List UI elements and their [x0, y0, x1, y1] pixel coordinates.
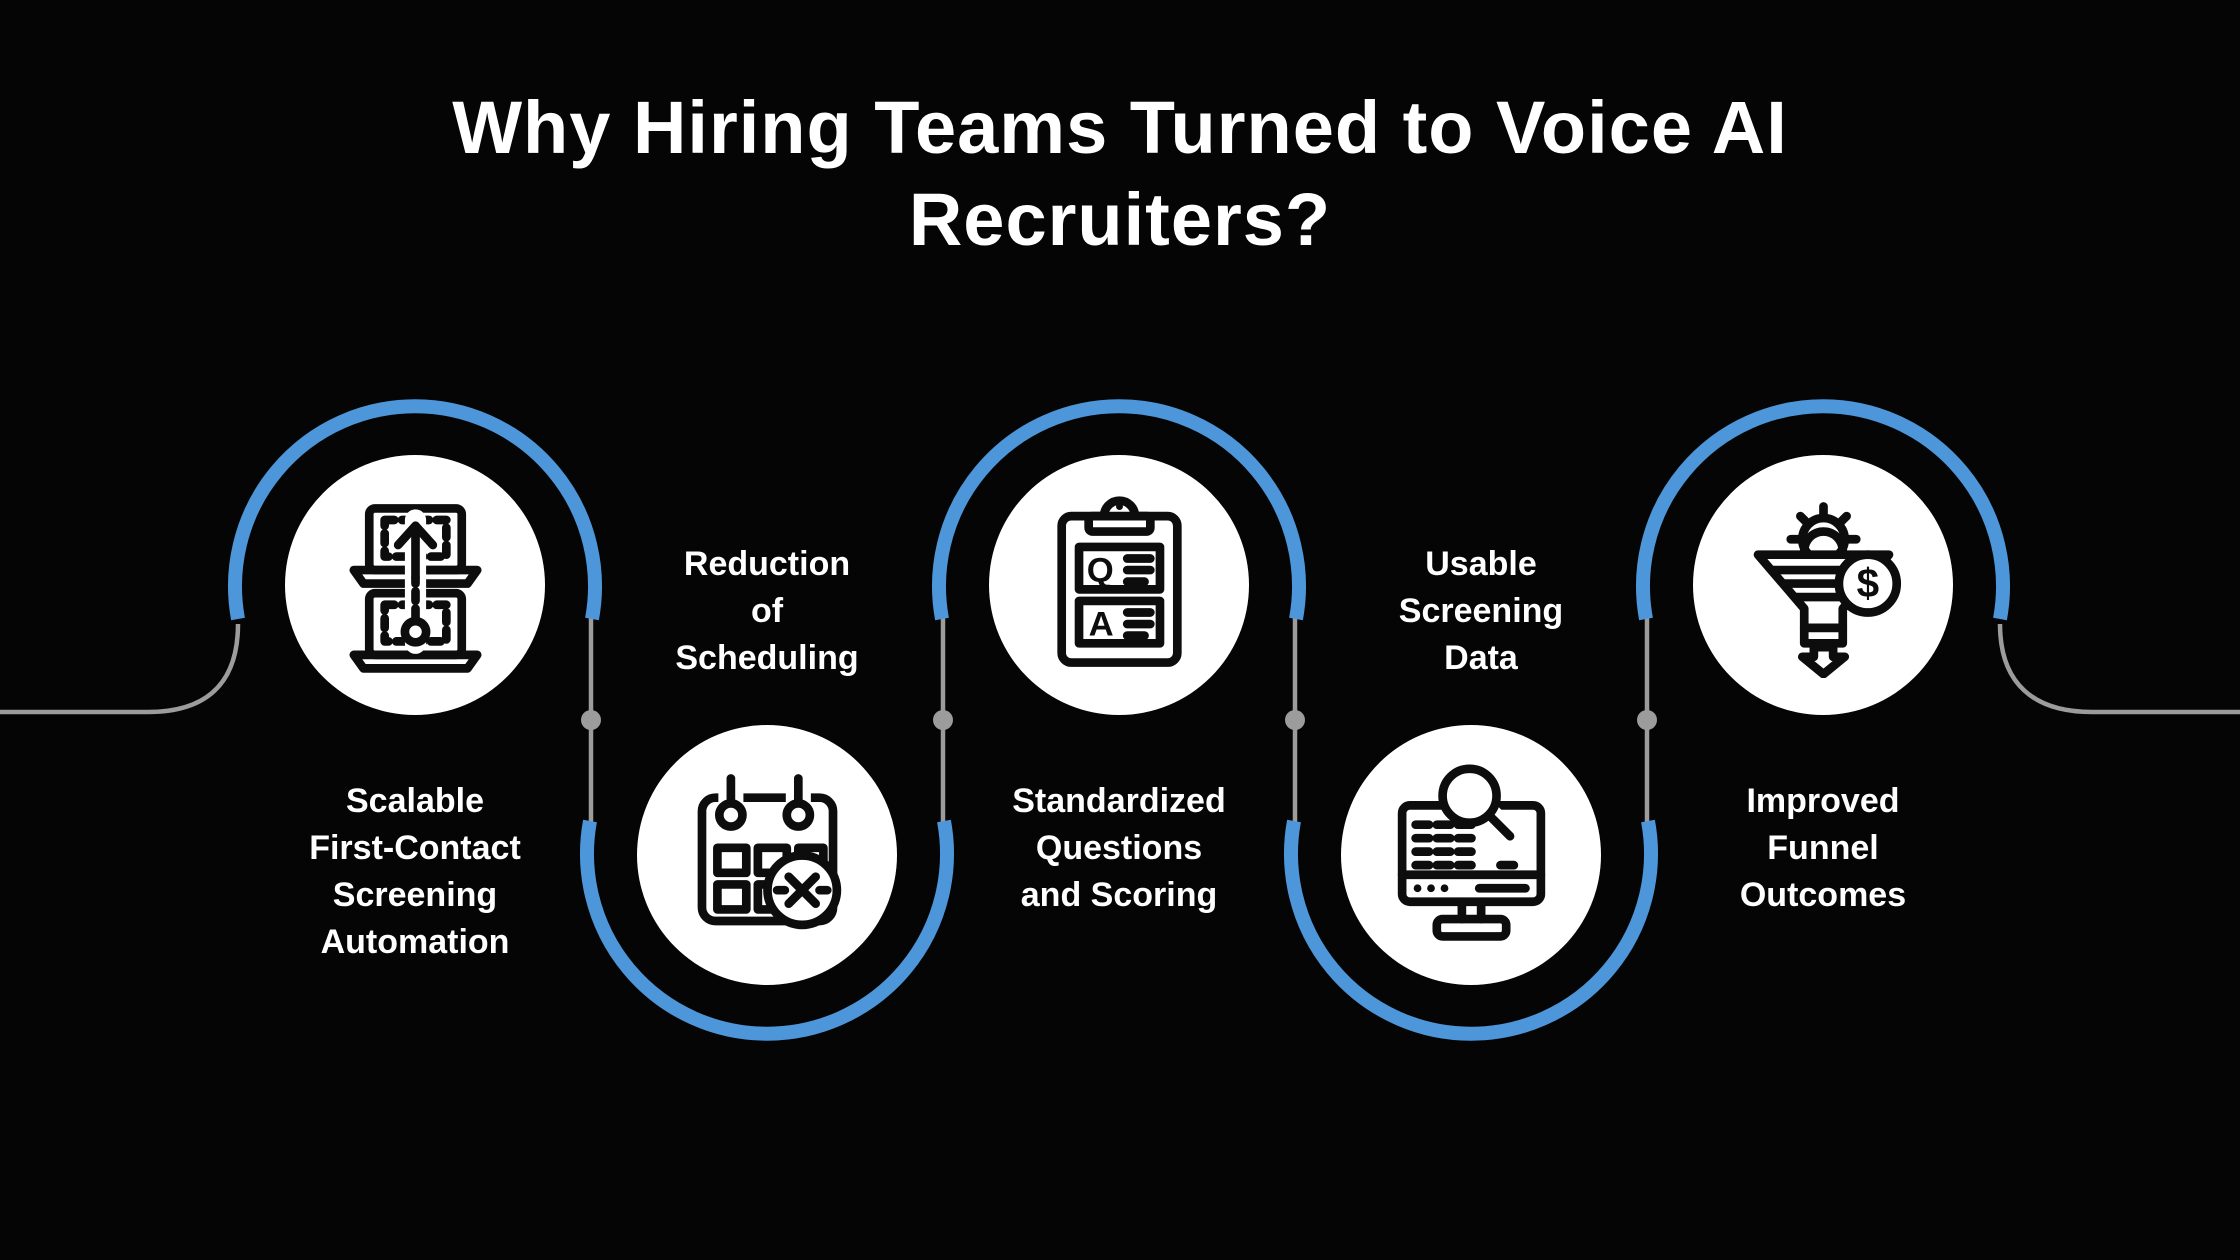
step-label-3: Standardized Questions and Scoring — [1012, 782, 1226, 914]
step-label-1: Scalable First-Contact Screening Automat… — [309, 782, 521, 961]
calendar-cancel-icon — [697, 762, 841, 929]
clipboard-qa-icon: Q A — [1056, 495, 1182, 667]
step-arc-3 — [932, 399, 1306, 621]
step-circle-3: Q A — [989, 455, 1249, 715]
step-label-4: Usable Screening Data — [1398, 545, 1564, 677]
icon-dollar-glyph: $ — [1856, 560, 1879, 606]
step-arc-5 — [1636, 399, 2010, 621]
connector-dot-3 — [1285, 710, 1305, 730]
icon-letter-a: A — [1088, 605, 1113, 643]
connector-dot-4 — [1637, 710, 1657, 730]
step-arc-4 — [1284, 819, 1658, 1041]
step-label-5: Improved Funnel Outcomes — [1739, 782, 1907, 914]
step-circle-5: $ — [1693, 455, 1953, 715]
page-title: Why Hiring Teams Turned to Voice AI Recr… — [452, 86, 1788, 261]
screen-search-icon — [1397, 763, 1545, 941]
funnel-revenue-icon: $ — [1753, 501, 1901, 678]
step-arc-1 — [228, 399, 602, 621]
step-label-2: Reduction of Scheduling — [675, 545, 859, 677]
upload-laptops-icon — [348, 503, 482, 673]
connector-dot-2 — [933, 710, 953, 730]
step-circle-2 — [637, 725, 897, 985]
serpentine-tail-right — [1997, 623, 2240, 715]
step-circle-4 — [1341, 725, 1601, 985]
serpentine-tail-left — [0, 623, 241, 715]
icon-letter-q: Q — [1086, 551, 1113, 589]
step-arc-2 — [580, 819, 954, 1041]
connector-dot-1 — [581, 710, 601, 730]
step-circle-1 — [285, 455, 545, 715]
